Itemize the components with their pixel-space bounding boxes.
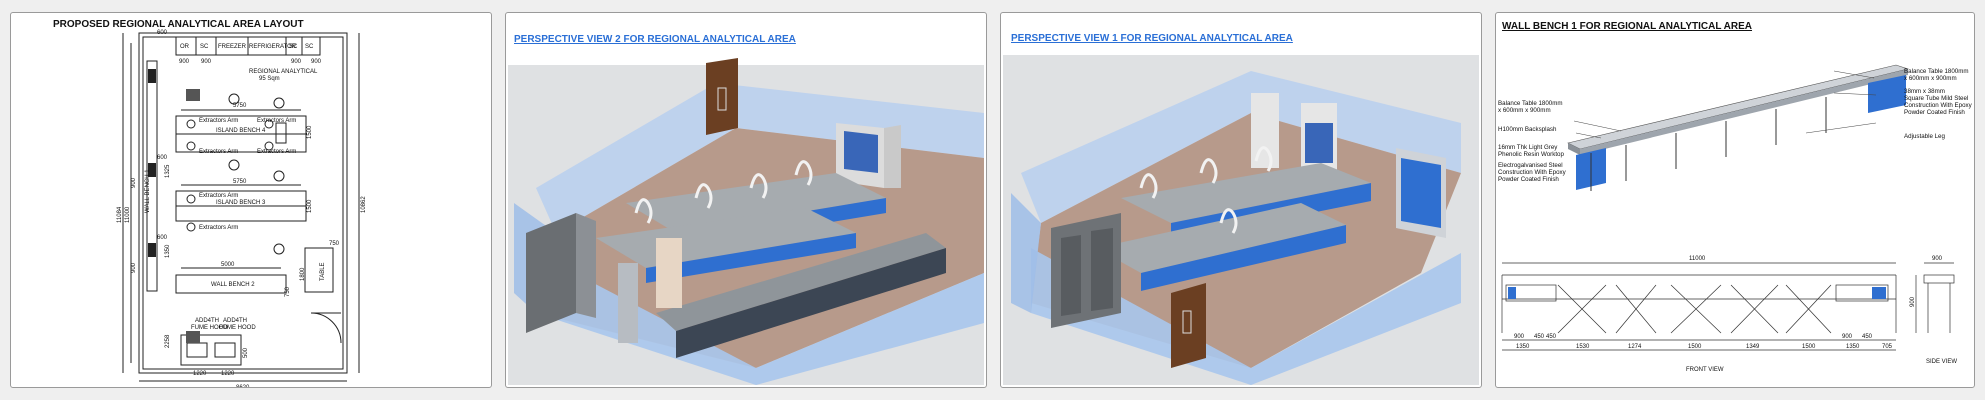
dim-5: 900 bbox=[311, 59, 322, 65]
island-bench-4-label: ISLAND BENCH 4 bbox=[216, 128, 266, 134]
dim-9: 600 bbox=[157, 155, 168, 161]
dim-22: 1220 bbox=[221, 371, 235, 377]
side-view-label: SIDE VIEW bbox=[1926, 359, 1957, 365]
wall-bench-2-label: WALL BENCH 2 bbox=[211, 282, 255, 288]
room-sc-1: SC bbox=[200, 44, 209, 50]
dim-20: 750 bbox=[285, 286, 291, 297]
perspective-1-title: PERSPECTIVE VIEW 1 FOR REGIONAL ANALYTIC… bbox=[1011, 33, 1293, 44]
dim-14: 1325 bbox=[165, 164, 171, 178]
extractor-label-4: Extractors Arm bbox=[257, 149, 296, 155]
fume-hood-label-1: FUME HOOD bbox=[191, 325, 228, 331]
dim-bottom-7: 1350 bbox=[1846, 344, 1860, 350]
outer-wall bbox=[138, 32, 348, 374]
dim-side-height: 900 bbox=[1910, 296, 1916, 307]
wall-bench-panel: WALL BENCH 1 FOR REGIONAL ANALYTICAL ARE… bbox=[1495, 12, 1975, 388]
dim-21: 1220 bbox=[193, 371, 207, 377]
dim-12: 1500 bbox=[307, 199, 313, 213]
dim-small-2: 450 bbox=[1534, 334, 1545, 340]
dim-6: 5750 bbox=[233, 103, 247, 109]
layout-plan-drawing: OR SC FREEZER REFRIGERATOR SC SC REGIONA… bbox=[117, 30, 367, 388]
room-sc-3: SC bbox=[305, 44, 314, 50]
dim-small-5: 450 bbox=[1862, 334, 1873, 340]
dim-13: 1350 bbox=[165, 244, 171, 258]
perspective-2-render bbox=[508, 58, 984, 385]
extractor-label-2: Extractors Arm bbox=[257, 118, 296, 124]
callout-backsplash: H100mm Backsplash bbox=[1498, 126, 1557, 133]
dim-8: 5000 bbox=[221, 262, 235, 268]
dim-17: 10862 bbox=[361, 196, 367, 213]
dim-4: 900 bbox=[291, 59, 302, 65]
wall-bench-title: WALL BENCH 1 FOR REGIONAL ANALYTICAL ARE… bbox=[1502, 21, 1753, 32]
dim-27: 900 bbox=[131, 262, 137, 273]
extractor-label-3: Extractors Arm bbox=[199, 149, 238, 155]
room-refrigerator: REFRIGERATOR bbox=[249, 44, 297, 50]
fume-hood-tag-2: ADD4TH bbox=[223, 318, 247, 324]
area-size: 95 Sqm bbox=[259, 76, 280, 82]
dim-19: 1800 bbox=[300, 267, 306, 281]
room-sc-2: SC bbox=[289, 44, 298, 50]
room-freezer: FREEZER bbox=[218, 44, 247, 50]
dim-23: 8620 bbox=[236, 385, 250, 388]
island-bench-3-label: ISLAND BENCH 3 bbox=[216, 200, 266, 206]
fume-hood-label-2: FUME HOOD bbox=[219, 325, 256, 331]
dim-small-4: 900 bbox=[1842, 334, 1853, 340]
dim-7: 5750 bbox=[233, 179, 247, 185]
dim-3: 900 bbox=[201, 59, 212, 65]
dim-side-width: 900 bbox=[1932, 256, 1943, 262]
table-label: TABLE bbox=[320, 262, 326, 281]
area-label: REGIONAL ANALYTICAL bbox=[249, 69, 318, 75]
extractor-label-1: Extractors Arm bbox=[199, 118, 238, 124]
dim-16: 11000 bbox=[125, 206, 131, 223]
fume-hood-tag-1: ADD4TH bbox=[195, 318, 219, 324]
dim-bottom-3: 1274 bbox=[1628, 344, 1642, 350]
dim-bottom-5: 1349 bbox=[1746, 344, 1760, 350]
dim-overall-length: 11000 bbox=[1689, 256, 1706, 262]
extractor-label-6: Extractors Arm bbox=[199, 225, 238, 231]
layout-panel: PROPOSED REGIONAL ANALYTICAL AREA LAYOUT bbox=[10, 12, 492, 388]
perspective-2-panel: PERSPECTIVE VIEW 2 FOR REGIONAL ANALYTIC… bbox=[505, 12, 987, 388]
layout-title: PROPOSED REGIONAL ANALYTICAL AREA LAYOUT bbox=[53, 19, 304, 30]
wall-bench-1-label: WALL BENCH 1 bbox=[145, 169, 151, 213]
dim-24: 500 bbox=[243, 347, 249, 358]
dim-26: 900 bbox=[131, 177, 137, 188]
dim-bottom-6: 1500 bbox=[1802, 344, 1816, 350]
dim-small-1: 900 bbox=[1514, 334, 1525, 340]
callout-leg: Adjustable Leg bbox=[1904, 133, 1945, 140]
extractor-label-5: Extractors Arm bbox=[199, 193, 238, 199]
dim-bottom-2: 1530 bbox=[1576, 344, 1590, 350]
dim-1: 600 bbox=[157, 30, 168, 36]
front-view-label: FRONT VIEW bbox=[1686, 367, 1724, 373]
dim-2: 900 bbox=[179, 59, 190, 65]
dim-bottom-8: 705 bbox=[1882, 344, 1893, 350]
dim-11: 1500 bbox=[307, 125, 313, 139]
dim-bottom-1: 1350 bbox=[1516, 344, 1530, 350]
dim-15: 11084 bbox=[117, 206, 123, 223]
dim-bottom-4: 1500 bbox=[1688, 344, 1702, 350]
perspective-1-render bbox=[1003, 55, 1479, 385]
perspective-2-title: PERSPECTIVE VIEW 2 FOR REGIONAL ANALYTIC… bbox=[514, 34, 796, 45]
dim-small-3: 450 bbox=[1546, 334, 1557, 340]
dim-25: 2258 bbox=[165, 334, 171, 348]
room-or: OR bbox=[180, 44, 190, 50]
dim-18: 750 bbox=[329, 241, 340, 247]
perspective-1-panel: PERSPECTIVE VIEW 1 FOR REGIONAL ANALYTIC… bbox=[1000, 12, 1482, 388]
dim-10: 600 bbox=[157, 235, 168, 241]
